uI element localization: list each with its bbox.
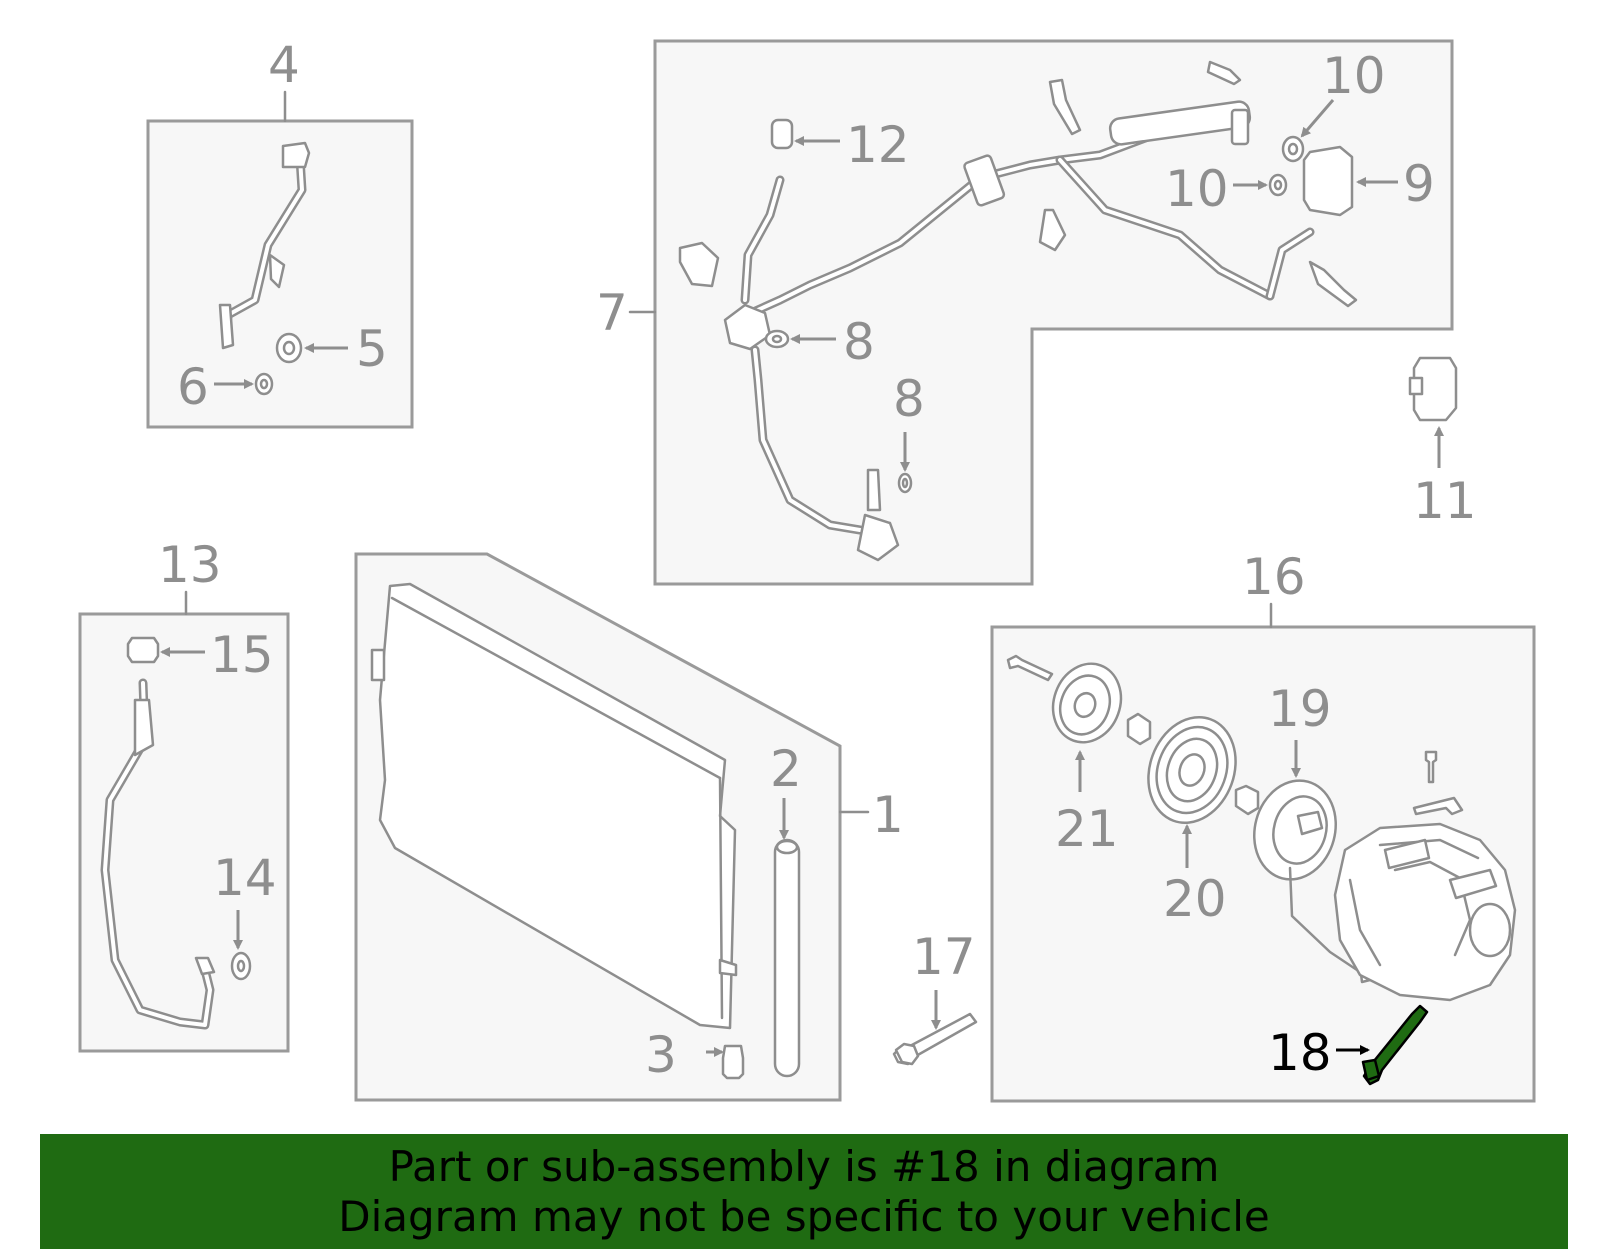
part-17-bolt: 17 xyxy=(892,928,978,1066)
callout-9: 9 xyxy=(1403,155,1435,213)
callout-4: 4 xyxy=(268,36,300,94)
callout-18: 18 xyxy=(1268,1024,1332,1082)
callout-12: 12 xyxy=(846,116,910,174)
banner-line-1: Part or sub-assembly is #18 in diagram xyxy=(388,1141,1220,1191)
callout-10b: 10 xyxy=(1165,160,1229,218)
callout-19: 19 xyxy=(1268,680,1332,738)
callout-11: 11 xyxy=(1413,472,1477,530)
callout-17: 17 xyxy=(912,928,976,986)
callout-6: 6 xyxy=(177,358,209,416)
group-13-liquid-line: 13 15 14 xyxy=(78,536,290,1053)
banner-line-2: Diagram may not be specific to your vehi… xyxy=(338,1191,1270,1241)
group-7-suction-line: 7 12 8 xyxy=(596,39,1454,586)
callout-8b: 8 xyxy=(893,370,925,428)
callout-2: 2 xyxy=(770,740,802,798)
callout-20: 20 xyxy=(1163,870,1227,928)
info-banner: Part or sub-assembly is #18 in diagram D… xyxy=(40,1134,1568,1249)
part-11-switch: 11 xyxy=(1408,356,1477,530)
group-16-compressor: 16 21 20 19 xyxy=(990,548,1536,1103)
callout-16: 16 xyxy=(1242,548,1306,606)
callout-8a: 8 xyxy=(843,313,875,371)
group-4-discharge-hose: 4 5 6 xyxy=(146,36,414,429)
callout-21: 21 xyxy=(1055,800,1119,858)
callout-13: 13 xyxy=(158,536,222,594)
callout-3: 3 xyxy=(645,1026,677,1084)
callout-1: 1 xyxy=(872,786,904,844)
callout-15: 15 xyxy=(210,626,274,684)
part-18-highlighted xyxy=(1361,1004,1429,1086)
callout-14: 14 xyxy=(213,849,277,907)
callout-5: 5 xyxy=(356,320,388,378)
callout-10a: 10 xyxy=(1322,47,1386,105)
callout-7: 7 xyxy=(596,284,628,342)
group-1-condenser: 1 2 3 xyxy=(354,552,904,1102)
